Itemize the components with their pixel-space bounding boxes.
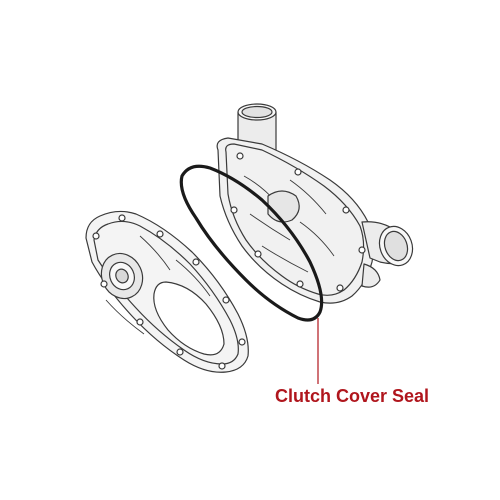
callout-label: Clutch Cover Seal [275, 386, 429, 406]
clutch-cover-seal [179, 164, 324, 322]
cover-rim [93, 220, 239, 365]
inner-clutch-housing [216, 103, 414, 304]
cover-hub [100, 252, 144, 300]
housing-bolt-bosses [230, 152, 366, 292]
outer-clutch-cover [85, 210, 249, 373]
cover-opening [153, 281, 225, 356]
cover-bolt-holes [92, 214, 246, 370]
outlet-duct-right [361, 221, 414, 267]
cover-ribs [105, 235, 211, 335]
housing-bearing-boss [267, 190, 300, 223]
housing-shell [216, 137, 374, 304]
housing-lower-tab [361, 263, 381, 288]
housing-interior-detail [243, 175, 335, 273]
